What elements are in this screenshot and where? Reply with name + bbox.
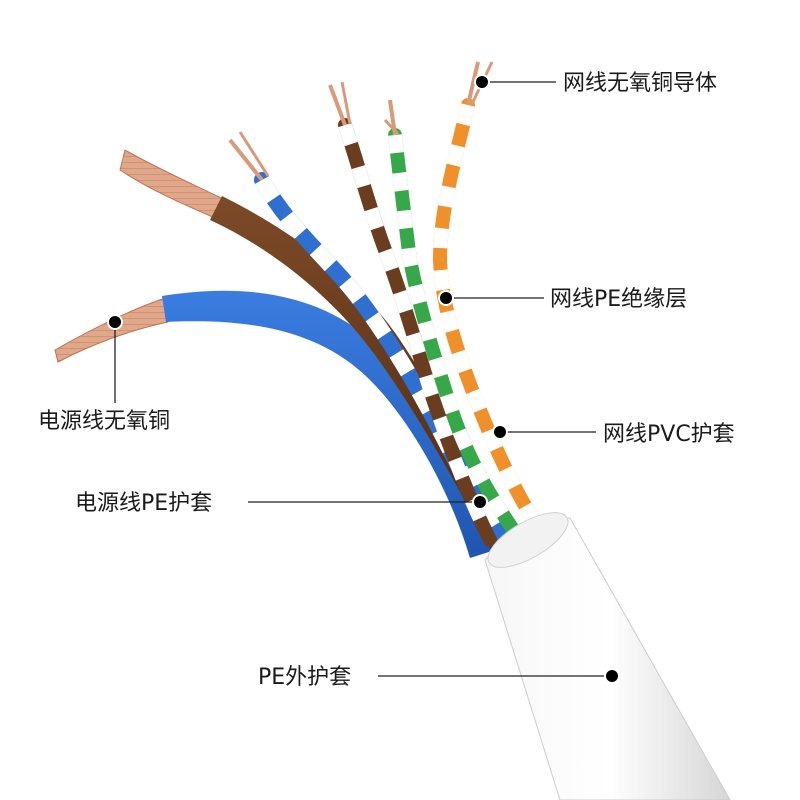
power-brown-copper-strands <box>119 149 226 219</box>
orange-pair-copper-tip <box>466 61 480 106</box>
label-network-conductor: 网线无氧铜导体 <box>563 71 717 96</box>
power-blue-copper-strands <box>54 297 169 363</box>
blue-pair-copper-tip <box>228 138 264 182</box>
callout-network-pe-insulation: 网线PE绝缘层 <box>438 287 687 312</box>
twisted-pair-orange <box>432 61 547 537</box>
callout-pe-outer-sheath: PE外护套 <box>258 665 620 690</box>
label-network-pvc-sheath: 网线PVC护套 <box>603 422 735 447</box>
label-power-pe-sheath: 电源线PE护套 <box>75 491 212 516</box>
label-pe-outer-sheath: PE外护套 <box>258 665 351 690</box>
pe-outer-jacket <box>484 512 731 800</box>
twisted-pair-green <box>383 99 527 547</box>
callout-network-conductor: 网线无氧铜导体 <box>474 71 717 96</box>
label-network-pe-insulation: 网线PE绝缘层 <box>550 287 687 312</box>
label-power-copper: 电源线无氧铜 <box>38 409 170 434</box>
brown-pair-copper-tip <box>328 84 347 126</box>
callout-power-copper: 电源线无氧铜 <box>38 314 170 434</box>
twisted-pair-brown <box>328 81 497 547</box>
callout-network-pvc-sheath: 网线PVC护套 <box>492 422 735 447</box>
callout-power-pe-sheath: 电源线PE护套 <box>75 491 488 516</box>
